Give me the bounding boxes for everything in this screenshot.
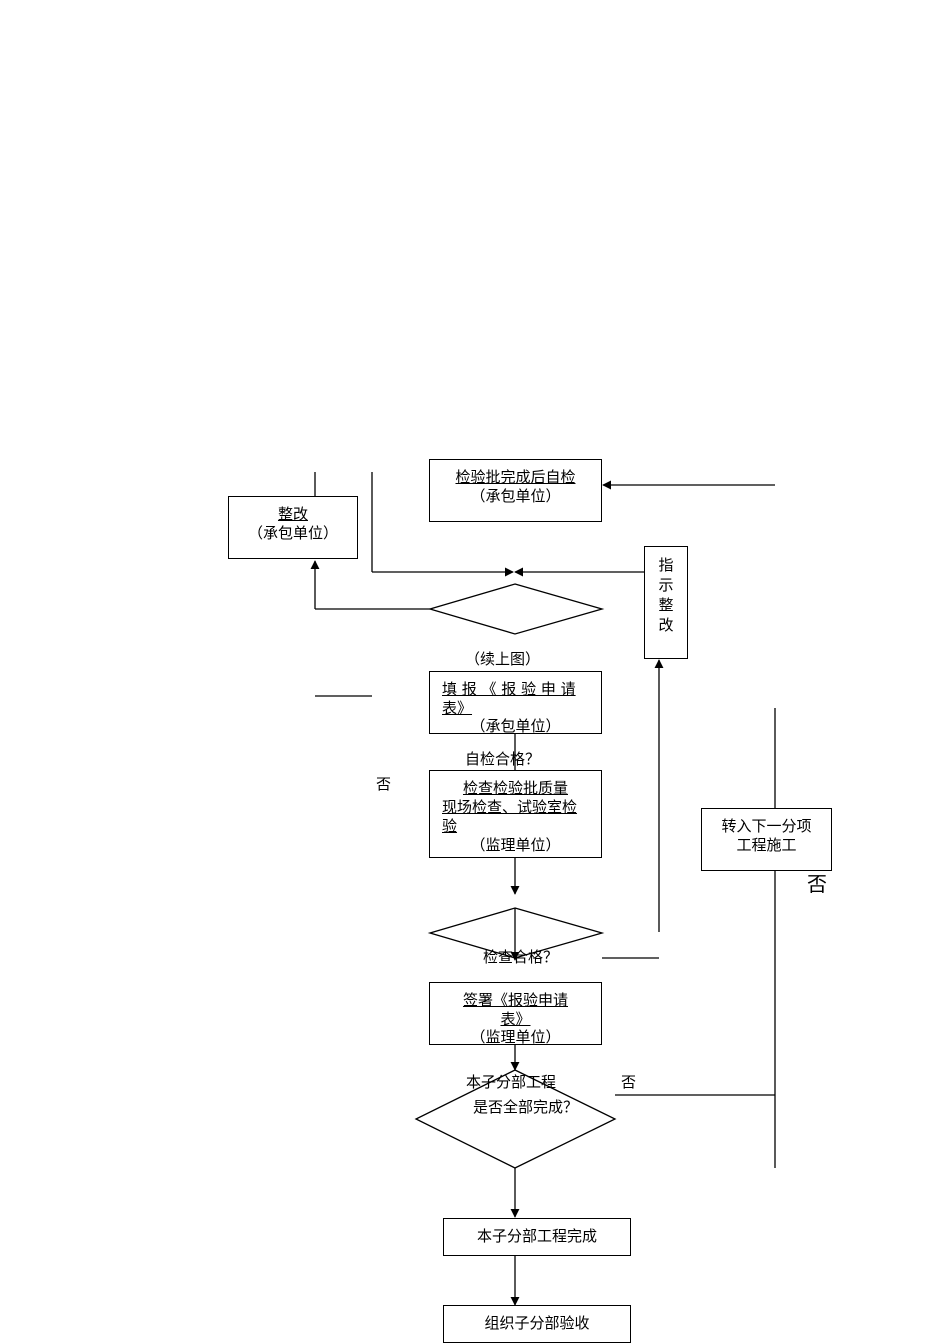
no-label-right: 否 [807,872,827,896]
next-item-line-1: 转入下一分项 [721,817,812,835]
fill-form-title-2: 表》 [442,699,473,717]
fill-form-title-1: 填 报 《 报 验 申 请 [442,680,576,698]
instruct-char-4: 改 [658,616,674,634]
organize-box: 组织子分部验收 [443,1305,631,1343]
fill-form-unit: （承包单位） [470,717,561,735]
fill-form-box: 填 报 《 报 验 申 请 表》 （承包单位） [429,671,602,735]
rectify-unit: （承包单位） [247,524,338,542]
rectify-title: 整改 [277,505,308,523]
check-quality-line-1: 检查检验批质量 [462,779,568,797]
no-label-bottom: 否 [621,1073,637,1091]
check-quality-box: 检查检验批质量 现场检查、试验室检 验 （监理单位） [429,770,602,858]
sign-form-line-1: 签署《报验申请 [462,991,568,1009]
next-item-line-2: 工程施工 [736,836,797,854]
instruct-char-3: 整 [658,596,674,614]
next-item-box: 转入下一分项 工程施工 [701,808,832,871]
sign-form-line-2: 表》 [500,1010,531,1028]
decision-diamond-top [427,583,605,635]
organize-text: 组织子分部验收 [484,1314,590,1332]
instruct-char-1: 指 [658,556,674,574]
instruct-rectify-box: 指 示 整 改 [644,546,688,659]
sign-form-unit: （监理单位） [470,1028,561,1046]
sub-done-box: 本子分部工程完成 [443,1218,631,1256]
self-check-unit: （承包单位） [470,487,561,505]
check-quality-line-3: 验 [442,817,458,835]
sign-form-box: 签署《报验申请 表》 （监理单位） [429,982,602,1046]
all-done-question-2: 是否全部完成？ [473,1098,579,1116]
check-quality-unit: （监理单位） [470,836,561,854]
instruct-char-2: 示 [658,576,674,594]
all-done-question-1: 本子分部工程 [466,1073,557,1091]
self-check-title: 检验批完成后自检 [455,468,576,486]
self-check-box: 检验批完成后自检 （承包单位） [429,459,602,522]
check-quality-line-2: 现场检查、试验室检 [442,798,578,816]
sub-done-text: 本子分部工程完成 [476,1227,597,1245]
rectify-box: 整改 （承包单位） [228,496,358,559]
check-pass-question: 检查合格？ [483,948,559,966]
continued-label: （续上图） [465,650,541,668]
no-label-left: 否 [376,775,392,793]
self-pass-question: 自检合格？ [465,750,541,768]
